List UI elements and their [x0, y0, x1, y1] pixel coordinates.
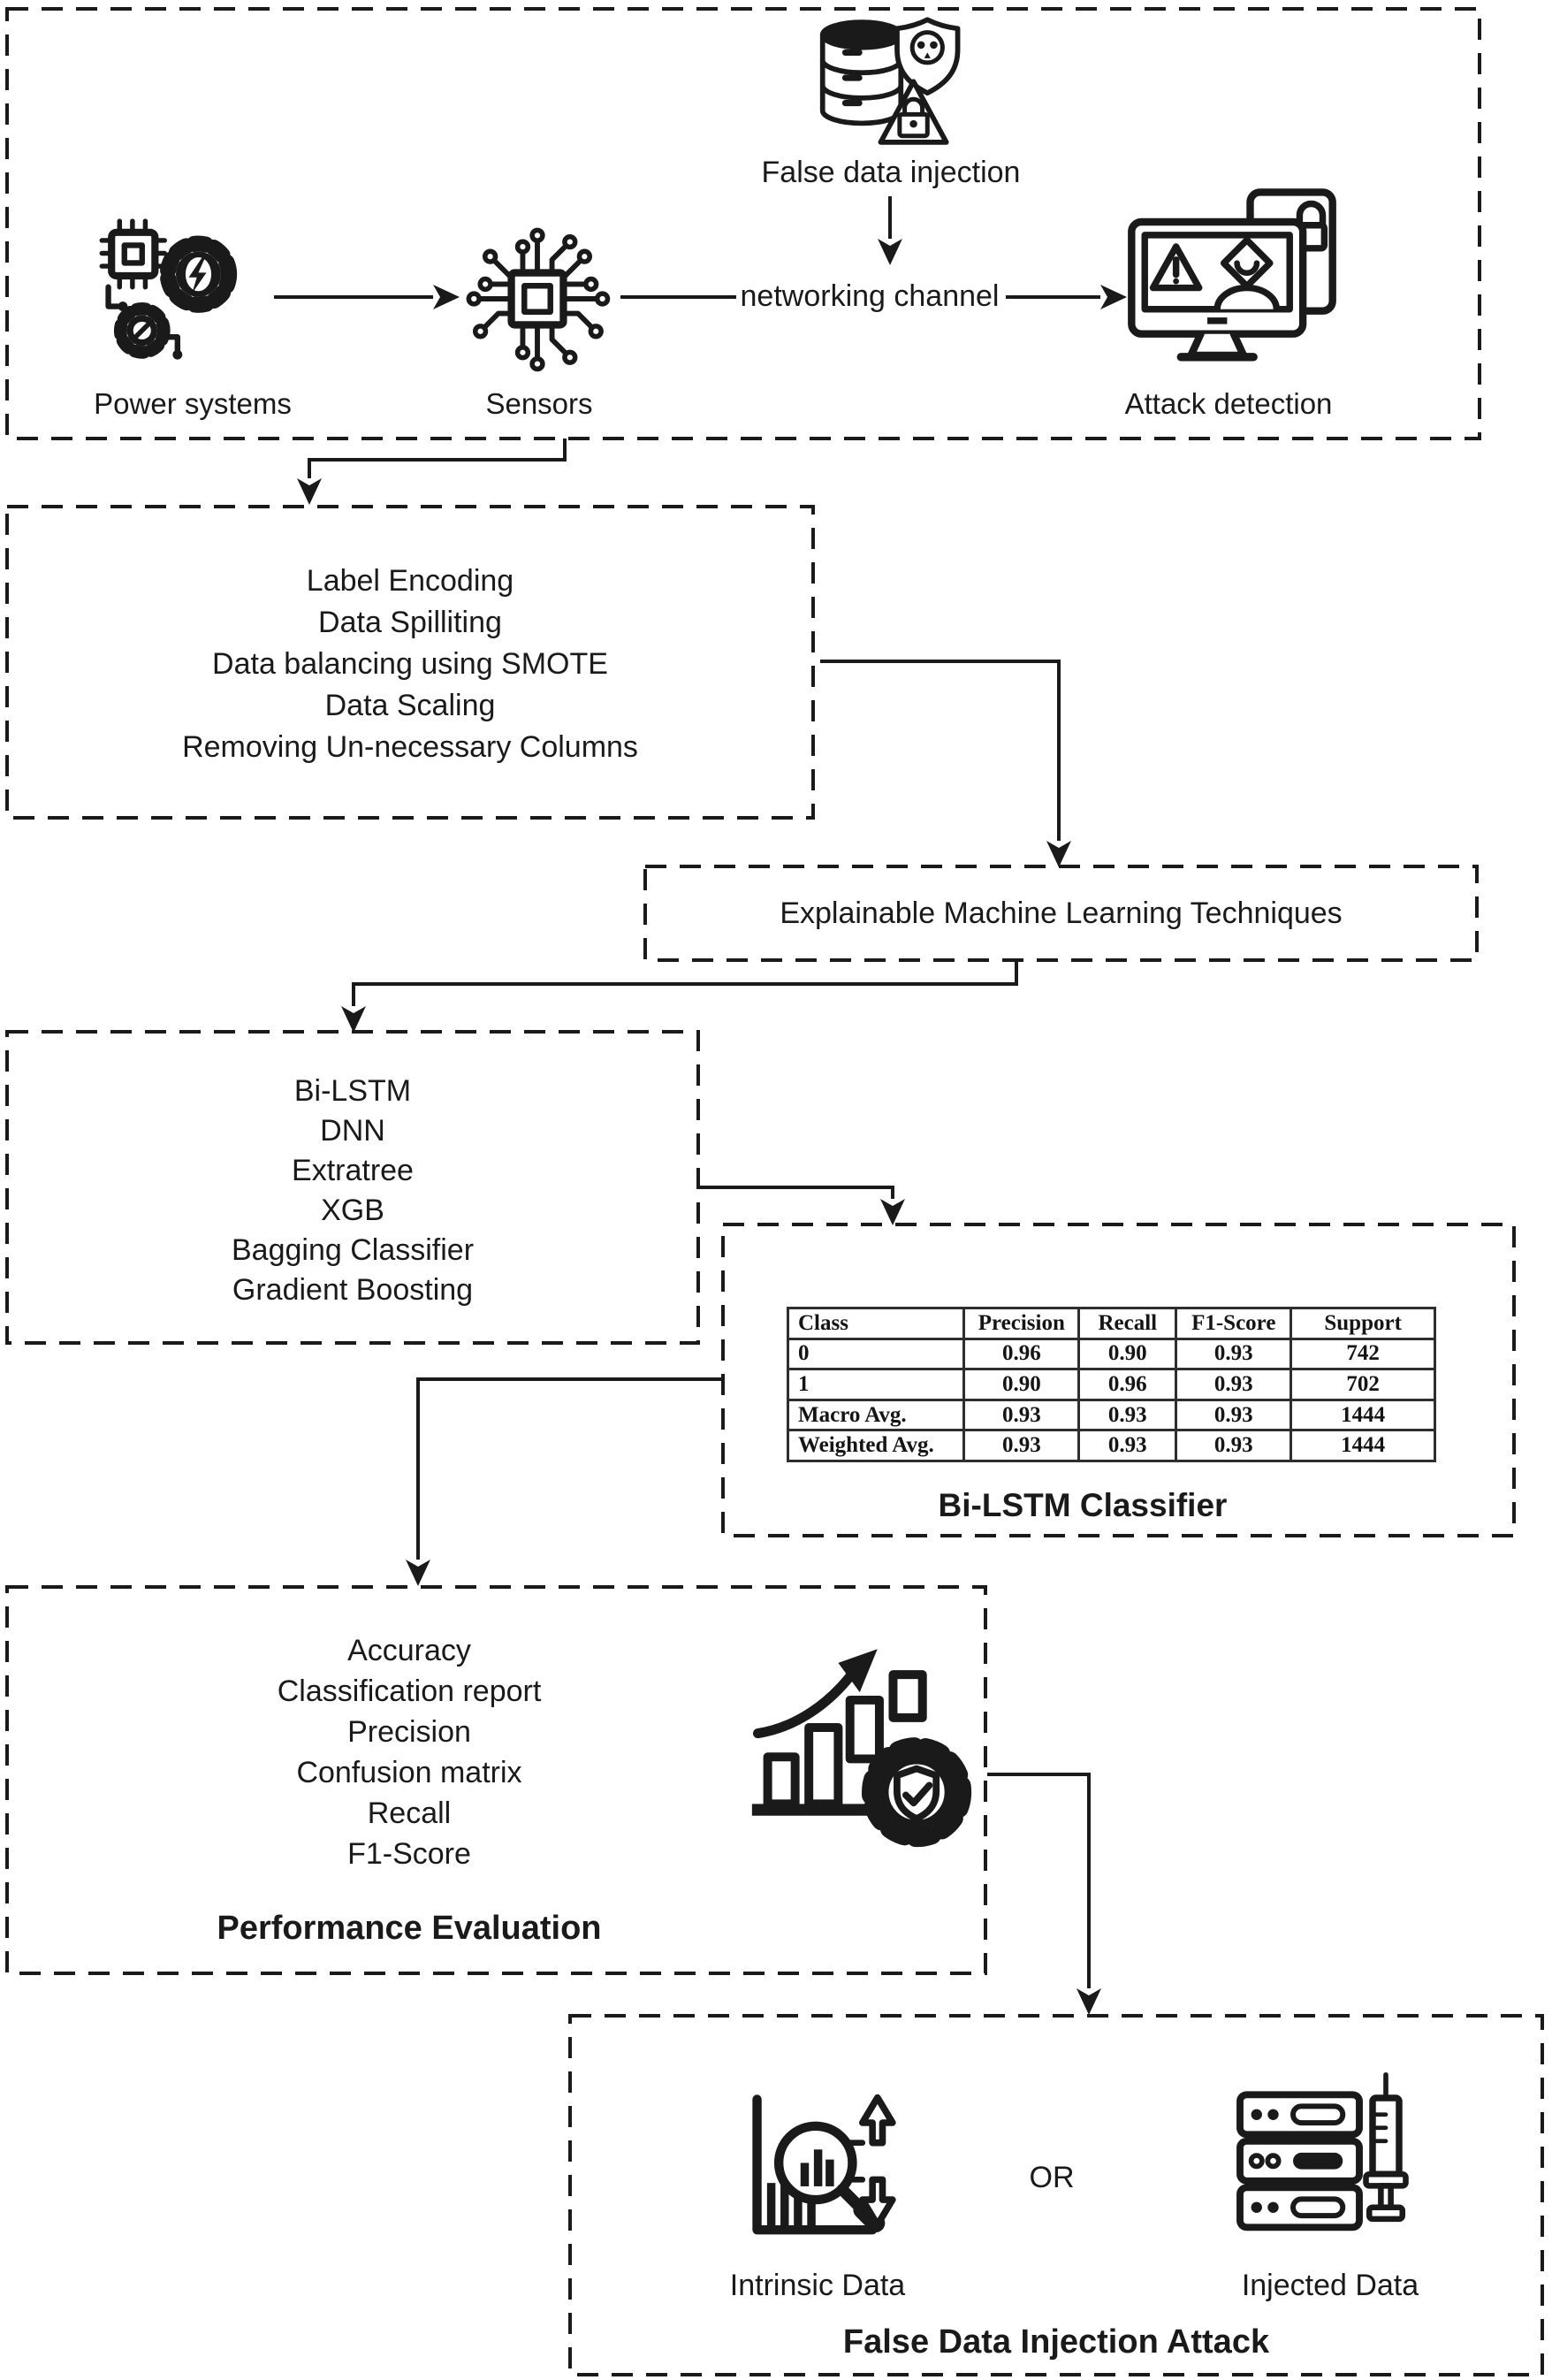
evaluation-metrics: Accuracy Classification report Precision… — [7, 1630, 811, 1874]
cell: 0.93 — [962, 1429, 1081, 1462]
sensors-label: Sensors — [485, 387, 593, 420]
table-row: 0 0.96 0.90 0.93 742 — [786, 1337, 1436, 1371]
cell: 0.93 — [1175, 1398, 1293, 1432]
or-label: OR — [1029, 2161, 1075, 2194]
metric-item: Accuracy — [347, 1634, 471, 1667]
classification-report-table: Class Precision Recall F1-Score Support … — [786, 1307, 1436, 1462]
cell: 0.93 — [1175, 1429, 1293, 1462]
cell: 0.93 — [1175, 1368, 1293, 1401]
model-item: Bi-LSTM — [293, 1074, 412, 1108]
col-header: Precision — [962, 1307, 1081, 1340]
injected-data-server-syringe-icon — [1227, 2071, 1412, 2258]
power-systems-label: Power systems — [94, 387, 292, 420]
connector-box1-to-box2 — [308, 439, 567, 478]
connector-box5-to-box6 — [416, 1377, 721, 1560]
cell: 0.96 — [962, 1337, 1081, 1371]
model-item: Bagging Classifier — [231, 1233, 475, 1267]
cell: 0.93 — [1175, 1337, 1293, 1371]
cell: Weighted Avg. — [786, 1429, 966, 1462]
cell: 0.90 — [962, 1368, 1081, 1401]
preprocessing-step: Data Scaling — [324, 689, 496, 722]
intrinsic-data-label: Intrinsic Data — [729, 2269, 906, 2302]
preprocessing-step: Data balancing using SMOTE — [212, 647, 608, 681]
model-item: XGB — [321, 1194, 384, 1227]
connector-box2-to-box3 — [820, 660, 1061, 841]
connector-box4-to-box5 — [700, 1186, 894, 1199]
cell: 1 — [786, 1368, 966, 1401]
model-item: Extratree — [292, 1154, 414, 1187]
power-systems-chip-gears-icon — [95, 209, 256, 378]
model-item: Gradient Boosting — [232, 1273, 474, 1307]
metric-item: Recall — [367, 1796, 452, 1830]
col-header: F1-Score — [1175, 1307, 1293, 1340]
connector-box6-to-box7 — [987, 1773, 1091, 1988]
metric-item: Confusion matrix — [296, 1756, 522, 1789]
preprocessing-step: Removing Un-necessary Columns — [182, 730, 638, 764]
table-row: 1 0.90 0.96 0.93 702 — [786, 1368, 1436, 1401]
cell: 0 — [786, 1337, 966, 1371]
bilstm-classifier-title: Bi-LSTM Classifier — [938, 1487, 1228, 1523]
networking-channel-label: networking channel — [740, 279, 1000, 313]
cell: 0.90 — [1077, 1337, 1178, 1371]
table-header-row: Class Precision Recall F1-Score Support — [786, 1307, 1436, 1340]
col-header: Class — [786, 1307, 966, 1340]
cell: 0.96 — [1077, 1368, 1178, 1401]
metric-item: Precision — [347, 1715, 471, 1749]
table-row: Macro Avg. 0.93 0.93 0.93 1444 — [786, 1398, 1436, 1432]
cell: 742 — [1290, 1337, 1436, 1371]
performance-evaluation-title: Performance Evaluation — [217, 1910, 602, 1947]
cell: 0.93 — [962, 1398, 1081, 1432]
col-header: Support — [1290, 1307, 1436, 1340]
attack-detection-monitor-icon — [1121, 186, 1343, 367]
fdia-title: False Data Injection Attack — [842, 2323, 1270, 2361]
cell: 0.93 — [1077, 1398, 1178, 1432]
model-item: DNN — [320, 1114, 385, 1148]
cell: 1444 — [1290, 1429, 1436, 1462]
model-list: Bi-LSTM DNN Extratree XGB Bagging Classi… — [7, 1072, 698, 1310]
col-header: Recall — [1077, 1307, 1178, 1340]
injected-data-label: Injected Data — [1241, 2269, 1419, 2302]
sensor-chip-icon — [456, 215, 619, 383]
metric-item: F1-Score — [347, 1837, 471, 1871]
performance-chart-gear-shield-icon — [744, 1636, 979, 1874]
explainable-ml-label: Explainable Machine Learning Techniques — [780, 896, 1343, 930]
attack-detection-label: Attack detection — [1124, 387, 1333, 420]
metric-item: Classification report — [277, 1674, 542, 1708]
intrinsic-data-magnifier-icon — [728, 2076, 896, 2263]
connector-box3-to-box4 — [352, 960, 1018, 1006]
preprocessing-step: Data Spilliting — [318, 606, 502, 639]
database-skull-shield-icon — [806, 16, 970, 149]
preprocessing-step: Label Encoding — [306, 564, 514, 598]
cell: 702 — [1290, 1368, 1436, 1401]
cell: 0.93 — [1077, 1429, 1178, 1462]
table-row: Weighted Avg. 0.93 0.93 0.93 1444 — [786, 1429, 1436, 1462]
preprocessing-steps: Label Encoding Data Spilliting Data bala… — [7, 561, 813, 768]
cell: 1444 — [1290, 1398, 1436, 1432]
fdi-source-label: False data injection — [761, 156, 1021, 189]
cell: Macro Avg. — [786, 1398, 966, 1432]
